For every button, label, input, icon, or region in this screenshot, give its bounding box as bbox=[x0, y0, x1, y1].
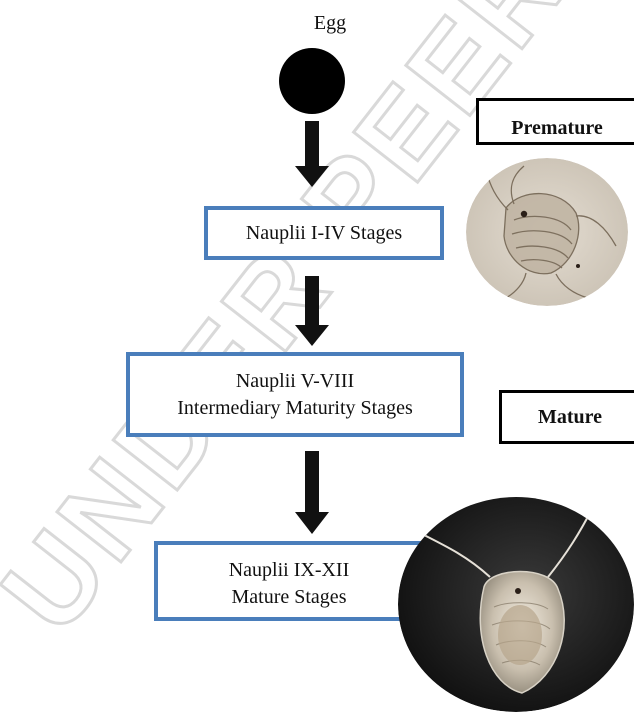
stage-box-nauplii-5-8: Nauplii V-VIII Intermediary Maturity Sta… bbox=[126, 352, 464, 437]
arrow-stage2-to-stage3 bbox=[295, 451, 329, 534]
stage-box-nauplii-9-12: Nauplii IX-XII Mature Stages bbox=[154, 541, 424, 621]
arrow-egg-to-stage1 bbox=[295, 121, 329, 187]
mature-tag: Mature bbox=[499, 390, 634, 444]
specimen-eye bbox=[515, 588, 521, 594]
stage-label: Nauplii V-VIII bbox=[236, 368, 354, 395]
stage-sublabel: Mature Stages bbox=[232, 584, 347, 611]
egg-label: Egg bbox=[290, 12, 370, 35]
mature-specimen-image bbox=[398, 497, 634, 712]
arrow-stage1-to-stage2 bbox=[295, 276, 329, 346]
specimen-eye bbox=[521, 211, 527, 217]
egg-shape bbox=[279, 48, 345, 114]
stage-label: Nauplii I-IV Stages bbox=[246, 220, 402, 247]
stage-label: Nauplii IX-XII bbox=[229, 557, 350, 584]
stage-sublabel: Intermediary Maturity Stages bbox=[177, 395, 413, 422]
premature-specimen-image bbox=[466, 158, 628, 306]
premature-tag: Premature bbox=[476, 98, 634, 145]
stage-box-nauplii-1-4: Nauplii I-IV Stages bbox=[204, 206, 444, 260]
